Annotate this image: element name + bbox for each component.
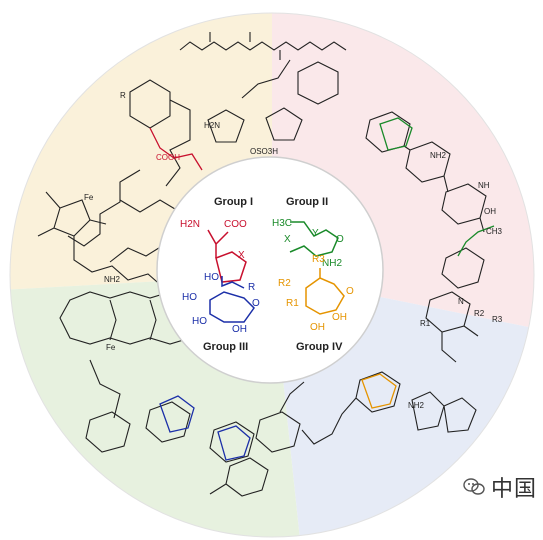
group-iv-r1: R1 — [286, 298, 299, 309]
nh2-label: NH2 — [104, 275, 121, 284]
outer-colored-fragments — [149, 117, 495, 461]
group-ii-h3c: H3C — [272, 218, 292, 229]
nh2-b-label: NH2 — [408, 401, 425, 410]
group-ii-nh2: NH2 — [322, 258, 342, 269]
group-iii-ho-a: HO — [204, 272, 219, 283]
group-iv: R3 R2 R1 O OH OH Group IV — [278, 254, 354, 353]
fe-label: Fe — [84, 193, 94, 202]
r-label: R — [120, 91, 126, 100]
group-i: Group I H2N COO X — [180, 196, 253, 283]
group-ii-title: Group II — [286, 196, 328, 208]
group-iii: HO R HO HO OH O Group III — [182, 272, 260, 353]
group-iii-r: R — [248, 282, 255, 293]
group-ii-y: Y — [312, 228, 319, 239]
fe2-label: Fe — [106, 343, 116, 352]
group-iv-oh-b: OH — [332, 312, 347, 323]
outer-structures — [37, 32, 487, 497]
wechat-icon — [463, 478, 485, 495]
group-iv-oh-a: OH — [310, 322, 325, 333]
h2n-label: H2N — [204, 121, 220, 130]
group-i-coo: COO — [224, 219, 247, 230]
r3-label: R3 — [492, 315, 503, 324]
group-iv-title: Group IV — [296, 341, 343, 353]
group-i-h2n: H2N — [180, 219, 200, 230]
outer-labels: COOH Fe Fe H2N NH2 OSO3H NH R R1 R2 R3 C… — [84, 91, 503, 410]
group-ii-o: O — [336, 234, 344, 245]
group-iii-title: Group III — [203, 341, 248, 353]
group-i-title: Group I — [214, 196, 253, 208]
group-iv-r3: R3 — [312, 254, 325, 265]
group-i-x: X — [238, 250, 245, 261]
group-ii: Group II H3C X Y O NH2 — [272, 196, 344, 269]
ch3-label: CH3 — [486, 227, 503, 236]
oso3h-label: OSO3H — [250, 147, 278, 156]
group-ii-x: X — [284, 234, 291, 245]
group-iv-o: O — [346, 286, 354, 297]
oh-label: OH — [484, 207, 496, 216]
n-label: N — [458, 297, 464, 306]
cooh-label: COOH — [156, 153, 180, 162]
nh-label: NH — [478, 181, 490, 190]
group-iv-r2: R2 — [278, 278, 291, 289]
r1-label: R1 — [420, 319, 431, 328]
r2-label: R2 — [474, 309, 485, 318]
watermark: 中国 — [456, 470, 543, 504]
outer-ring-border — [9, 12, 535, 538]
inner-circle — [156, 156, 384, 384]
watermark-text: 中国 — [490, 477, 537, 502]
group-iii-oh: OH — [232, 324, 247, 335]
nh2-c-label: NH2 — [430, 151, 447, 160]
group-iii-o: O — [252, 298, 260, 309]
group-iii-ho-b: HO — [182, 292, 197, 303]
group-iii-ho-c: HO — [192, 316, 207, 327]
